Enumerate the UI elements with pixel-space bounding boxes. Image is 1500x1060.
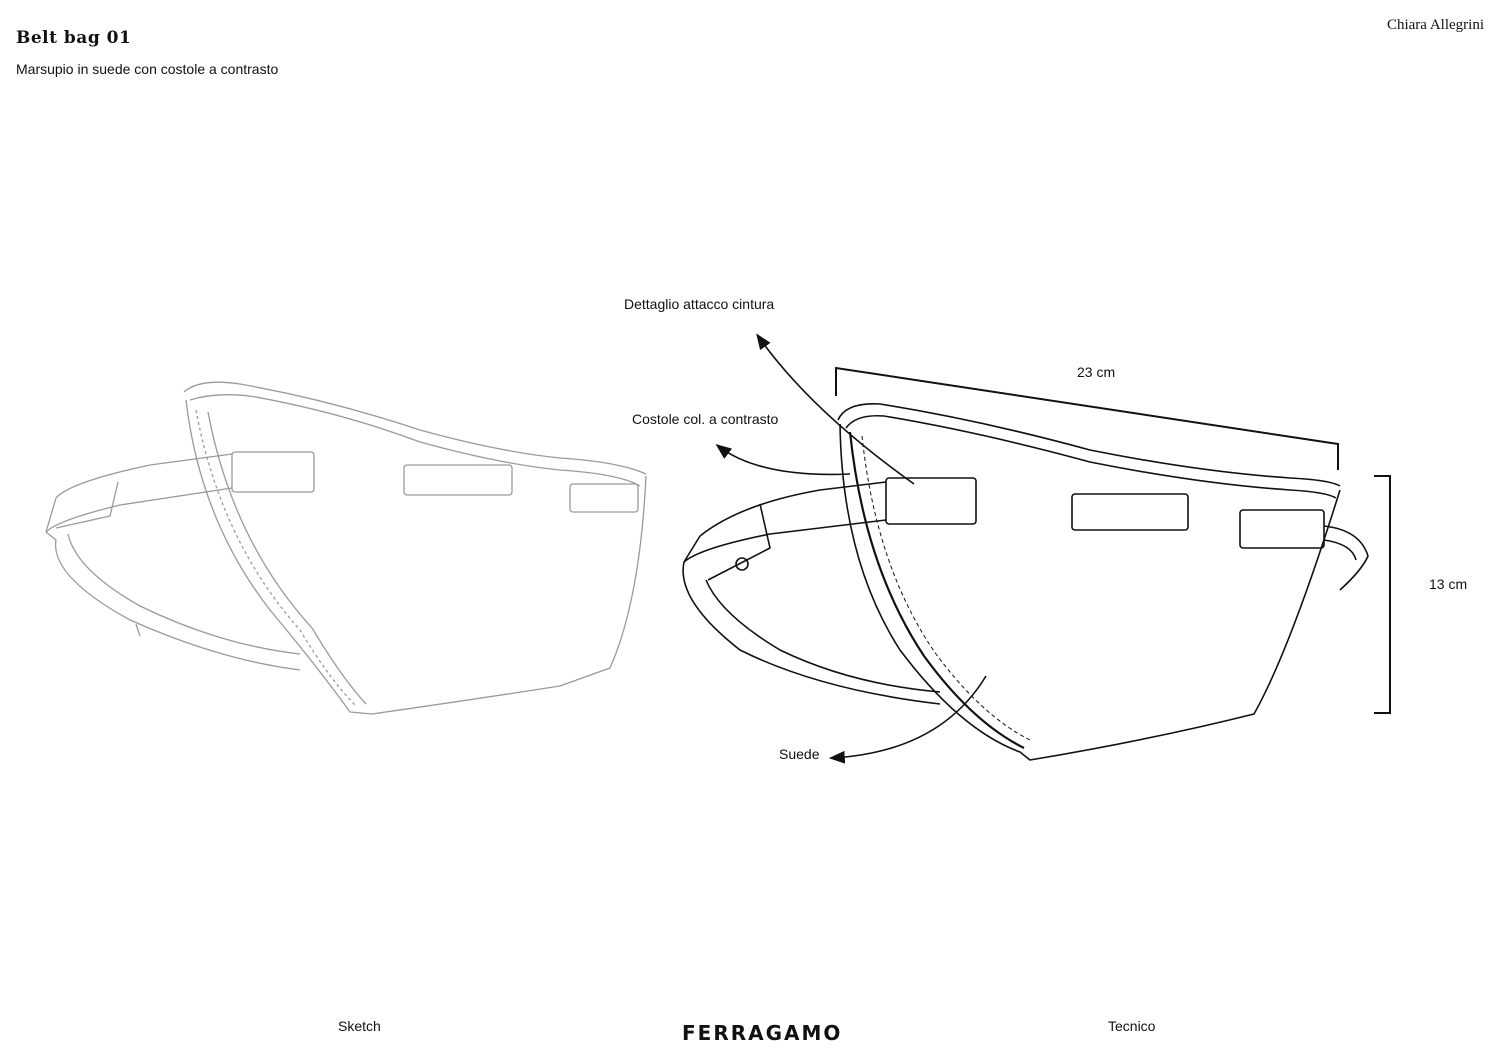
author-name: Chiara Allegrini [1386, 17, 1484, 33]
technical-bag [682, 403, 1369, 761]
sketch-bag [45, 381, 647, 715]
belt-detail-arrow [756, 333, 915, 485]
height-label: 13 cm [1429, 576, 1468, 592]
brand-logo: FERRAGAMO [682, 1021, 843, 1045]
width-label: 23 cm [1077, 364, 1116, 380]
sketch-caption: Sketch [338, 1018, 381, 1034]
belt-detail-label: Dettaglio attacco cintura [624, 296, 775, 312]
dimension-width [835, 366, 1339, 470]
suede-arrow [828, 675, 987, 764]
page-subtitle: Marsupio in suede con costole a contrast… [16, 61, 279, 77]
suede-label: Suede [779, 746, 820, 762]
dimension-height [1374, 475, 1391, 714]
ribs-label: Costole col. a contrasto [632, 411, 779, 427]
ribs-arrow [715, 444, 851, 476]
page-title: Belt bag 01 [16, 28, 132, 48]
technical-caption: Tecnico [1108, 1018, 1156, 1034]
